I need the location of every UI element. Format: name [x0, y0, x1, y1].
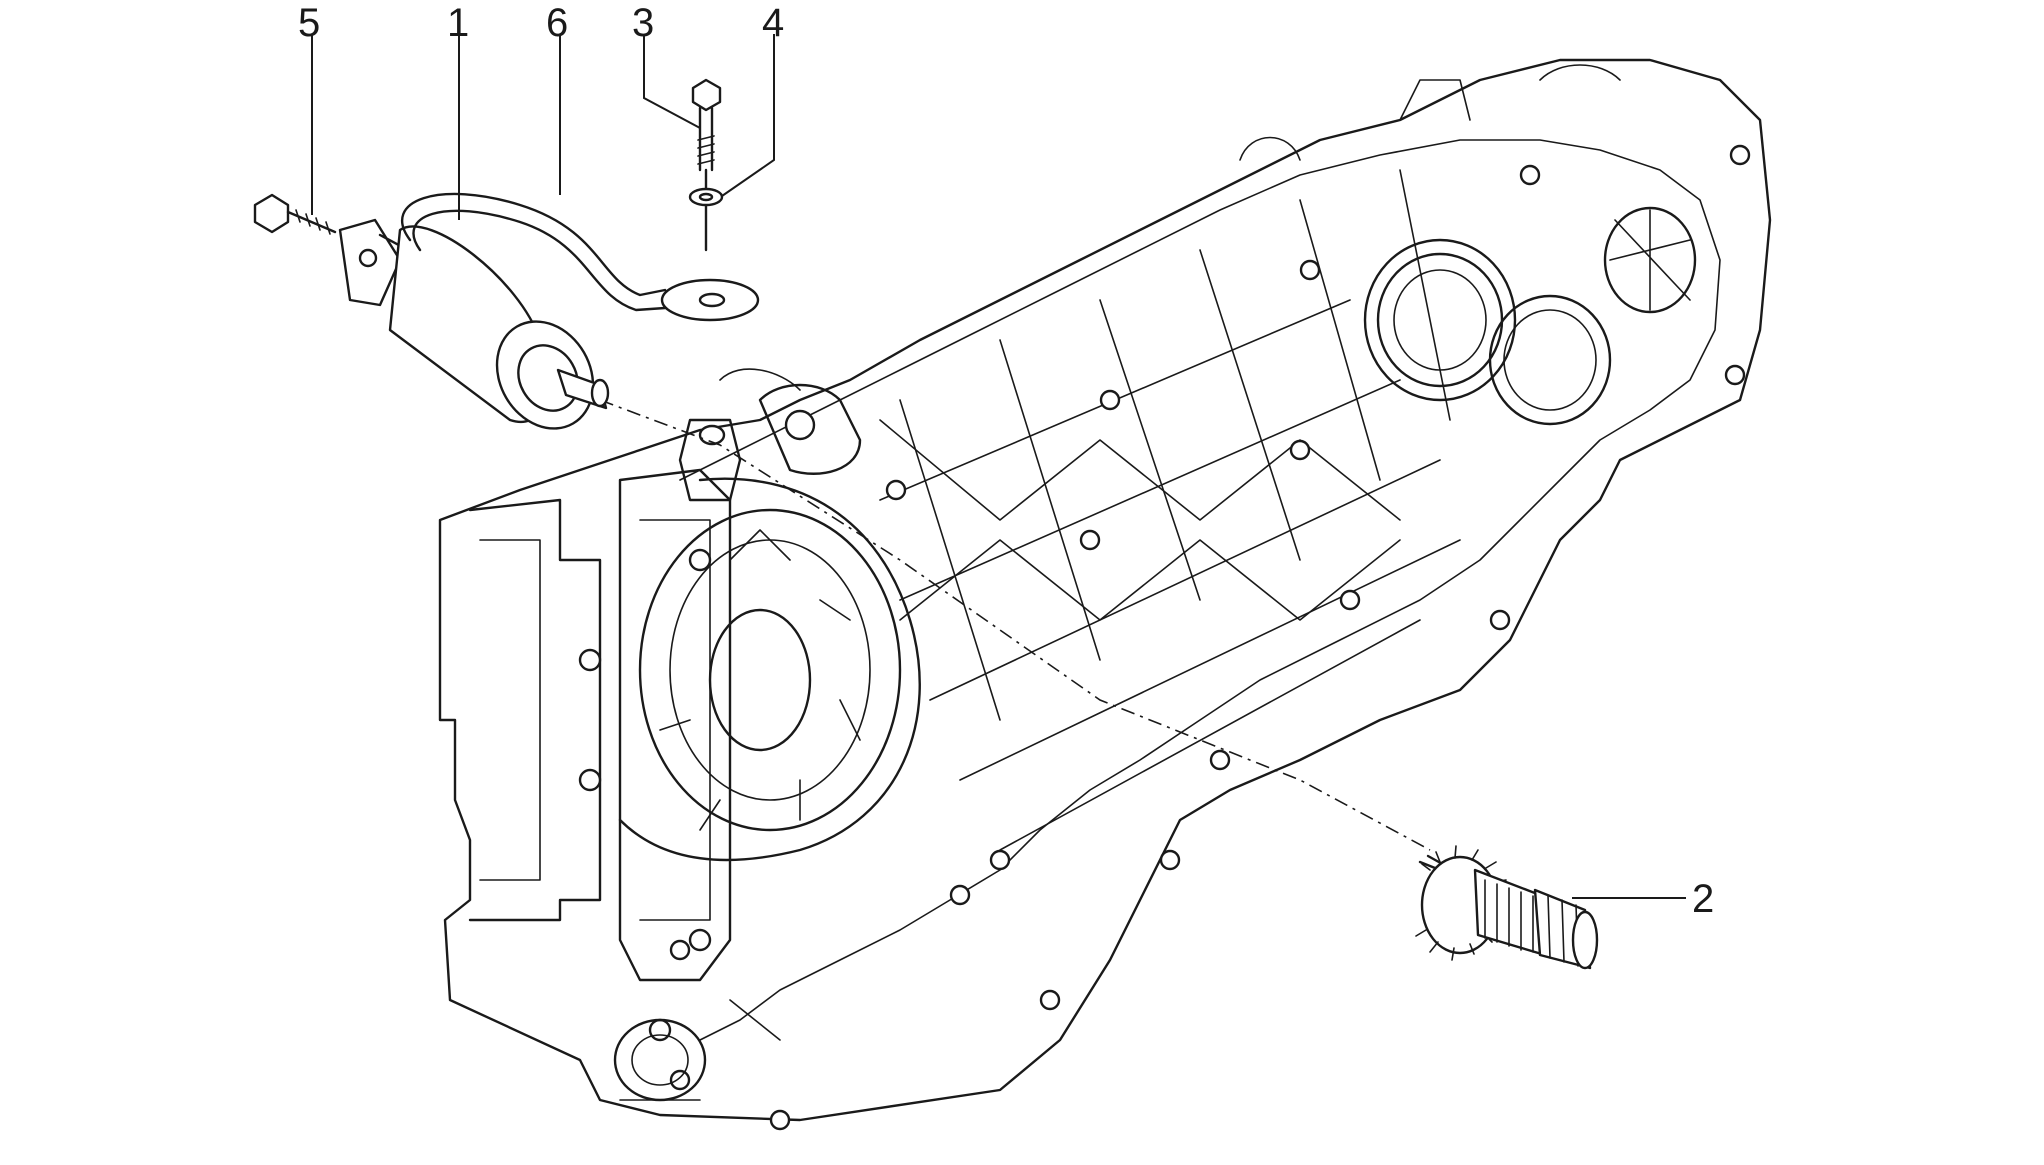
lower-mount [613, 999, 781, 1102]
cylinder-face [468, 468, 732, 1042]
leader-lines [311, 34, 1686, 899]
cable-part-6 [401, 192, 760, 322]
assembly-axis-line [599, 399, 1431, 851]
screw-part-3 [691, 78, 722, 252]
callout-1: 1 [447, 1, 469, 45]
bolt-part-5 [253, 193, 337, 235]
callout-6: 6 [546, 1, 568, 45]
starter-motor [338, 218, 610, 430]
callout-4: 4 [762, 1, 784, 45]
crankcase [438, 58, 1772, 1131]
callout-5: 5 [298, 1, 320, 45]
bearing-seat-rear-end [1603, 206, 1697, 314]
callout-labels: 5 1 6 3 4 2 [298, 1, 1714, 921]
callout-3: 3 [632, 1, 654, 45]
crank-chamber [618, 477, 921, 862]
washer-part-4 [688, 187, 724, 207]
starter-gear [1415, 845, 1599, 970]
callout-2: 2 [1692, 877, 1714, 921]
starter-boss [678, 383, 862, 502]
bearing-seat-mid [1488, 294, 1612, 426]
